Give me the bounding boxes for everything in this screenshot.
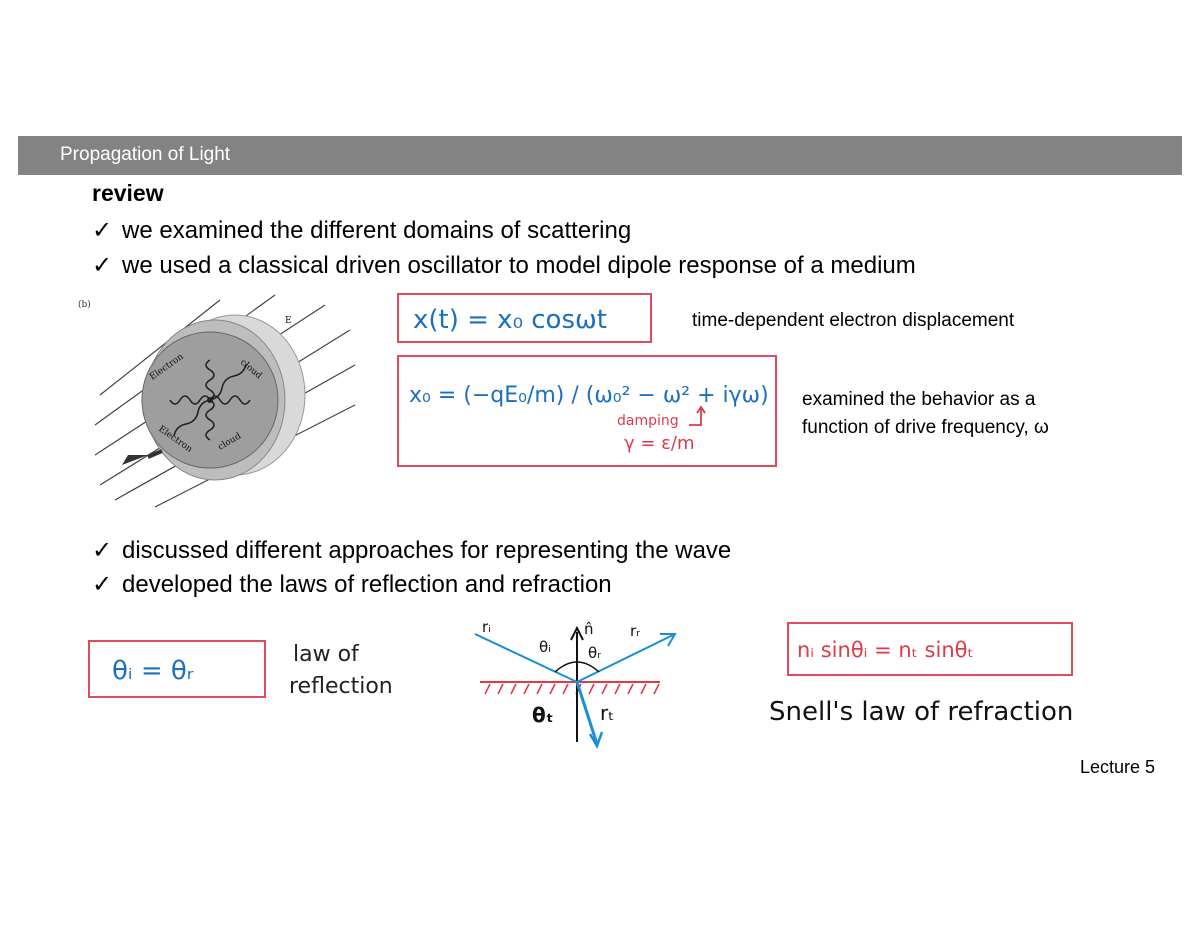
displacement-equation: x(t) = x₀ cosωt: [413, 305, 607, 335]
displacement-note: time-dependent electron displacement: [692, 310, 1015, 331]
check-icon: ✓: [92, 571, 113, 598]
bullet-text: developed the laws of reflection and ref…: [122, 571, 612, 598]
amplitude-equation-box: x₀ = (−qE₀/m) / (ω₀² − ω² + iγω) damping…: [397, 355, 777, 467]
bullet-text: we examined the different domains of sca…: [122, 217, 632, 244]
amplitude-equation: x₀ = (−qE₀/m) / (ω₀² − ω² + iγω): [409, 383, 769, 408]
theta-i-label: θᵢ: [539, 638, 551, 656]
snell-equation-box: nᵢ sinθᵢ = nₜ sinθₜ: [787, 622, 1073, 676]
frequency-note-line2: function of drive frequency, ω: [802, 417, 1049, 438]
arrow-icon: [660, 633, 677, 647]
theta-t-label: θₜ: [532, 703, 554, 727]
arrow-icon: [689, 405, 706, 426]
check-icon: ✓: [92, 252, 113, 279]
arrow-icon: [588, 731, 604, 749]
bullet-text: we used a classical driven oscillator to…: [122, 252, 916, 279]
displacement-equation-box: x(t) = x₀ cosωt: [397, 293, 652, 343]
figure-panel-label: (b): [78, 299, 91, 310]
ray-diagram: rᵢ rᵣ n̂ θᵢ θᵣ θₜ rₜ: [474, 618, 677, 749]
bullet-item: ✓ we used a classical driven oscillator t…: [92, 251, 916, 280]
reflection-equation-box: θᵢ = θᵣ: [88, 640, 266, 698]
snell-note: Snell's law of refraction: [769, 697, 1073, 727]
electron-cloud-figure: (b) Electron cloud Electron cloud E: [78, 294, 356, 508]
lecture-label: Lecture 5: [1080, 757, 1156, 777]
transmitted-ray-label: rₜ: [600, 701, 614, 725]
slide-title: Propagation of Light: [60, 144, 231, 165]
bullet-item: ✓ we examined the different domains of sc…: [92, 216, 631, 245]
reflection-equation: θᵢ = θᵣ: [112, 656, 194, 686]
check-icon: ✓: [92, 537, 113, 564]
header-bar: Propagation of Light: [18, 136, 1182, 175]
theta-r-label: θᵣ: [588, 644, 601, 662]
bullet-item: ✓ developed the laws of reflection and re…: [92, 570, 612, 599]
bullet-text: discussed different approaches for repre…: [122, 537, 732, 564]
snell-equation: nᵢ sinθᵢ = nₜ sinθₜ: [797, 638, 974, 662]
arrow-icon: [570, 625, 584, 641]
arrow-icon: [122, 455, 148, 465]
damping-label: damping: [617, 413, 679, 429]
reflection-note: law of reflection: [289, 642, 393, 699]
review-heading: review: [92, 180, 164, 206]
reflection-note-line1: law of: [293, 642, 360, 667]
incident-ray-label: rᵢ: [482, 618, 491, 636]
damping-definition: γ = ε/m: [624, 433, 695, 454]
bullet-item: ✓ discussed different approaches for repr…: [92, 536, 731, 565]
reflection-note-line2: reflection: [289, 674, 393, 699]
normal-label: n̂: [584, 620, 594, 638]
reflected-ray-label: rᵣ: [630, 622, 640, 640]
check-icon: ✓: [92, 217, 113, 244]
frequency-note-line1: examined the behavior as a: [802, 389, 1036, 410]
field-label: E: [285, 316, 292, 326]
snell-note-text: Snell's law of refraction: [769, 697, 1073, 727]
